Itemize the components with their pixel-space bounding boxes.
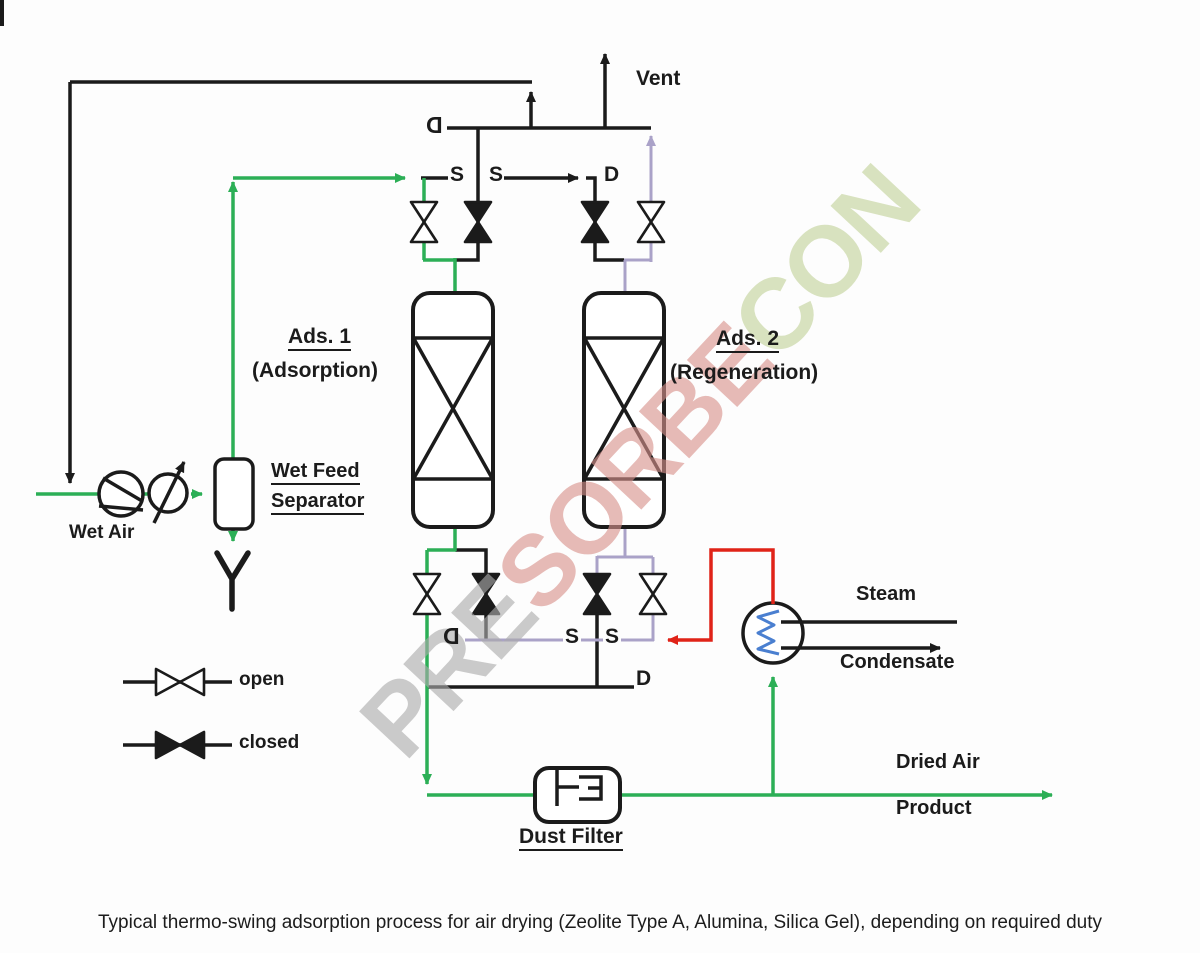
- separator-vessel-icon: [213, 457, 255, 531]
- condensate-label: Condensate: [840, 651, 955, 673]
- adsorber-column-1: [411, 291, 495, 529]
- separator-label-line1: Wet Feed: [271, 460, 360, 485]
- top-rotated-d-tag: D: [426, 112, 443, 139]
- adsorber1-subtitle: (Adsorption): [252, 359, 378, 382]
- heater-coil-icon: [756, 609, 780, 656]
- legend-closed-label: closed: [239, 732, 300, 753]
- hot-gas-line: [667, 548, 775, 645]
- adsorber-column-2: [582, 291, 666, 529]
- bottom-s1-tag: S: [563, 625, 582, 649]
- dust-filter-icon: [533, 766, 622, 824]
- bottom-rotated-d-tag: D: [443, 623, 460, 650]
- dried-air-label-line1: Dried Air: [896, 751, 980, 773]
- valve-manifold: [409, 200, 668, 616]
- valve-legend-icons: [154, 667, 206, 760]
- vent-label: Vent: [636, 67, 681, 90]
- separator-label-line2: Separator: [271, 490, 365, 515]
- top-s1-tag: S: [450, 163, 465, 186]
- dust-filter-label: Dust Filter: [519, 825, 623, 851]
- bottom-d-tag: D: [636, 667, 652, 690]
- drain-y-icon: [214, 550, 251, 612]
- wet-air-label: Wet Air: [69, 522, 135, 543]
- wet-air-train: [97, 461, 189, 524]
- bottom-s2-tag: S: [603, 625, 622, 649]
- top-s2-tag: S: [489, 163, 504, 186]
- adsorber1-title: Ads. 1: [288, 325, 352, 351]
- valve-closed-icon: [463, 200, 493, 244]
- valve-open-icon: [638, 572, 668, 616]
- valve-open-icon: [636, 200, 666, 244]
- valve-closed-icon: [471, 572, 501, 616]
- legend-closed-valve-icon: [154, 730, 206, 760]
- adsorber2-subtitle: (Regeneration): [670, 361, 819, 384]
- figure-caption: Typical thermo-swing adsorption process …: [98, 912, 1102, 933]
- steam-label: Steam: [856, 583, 917, 605]
- valve-closed-icon: [580, 200, 610, 244]
- adsorber2-title: Ads. 2: [716, 327, 780, 353]
- valve-closed-icon: [582, 572, 612, 616]
- valve-open-icon: [409, 200, 439, 244]
- dried-air-label-line2: Product: [896, 797, 972, 819]
- top-d-tag: D: [604, 163, 620, 186]
- legend-open-valve-icon: [154, 667, 206, 697]
- black-piping: [65, 53, 957, 747]
- valve-open-icon: [412, 572, 442, 616]
- legend-open-label: open: [239, 669, 285, 690]
- screenshot-edge-artifact: [0, 0, 4, 26]
